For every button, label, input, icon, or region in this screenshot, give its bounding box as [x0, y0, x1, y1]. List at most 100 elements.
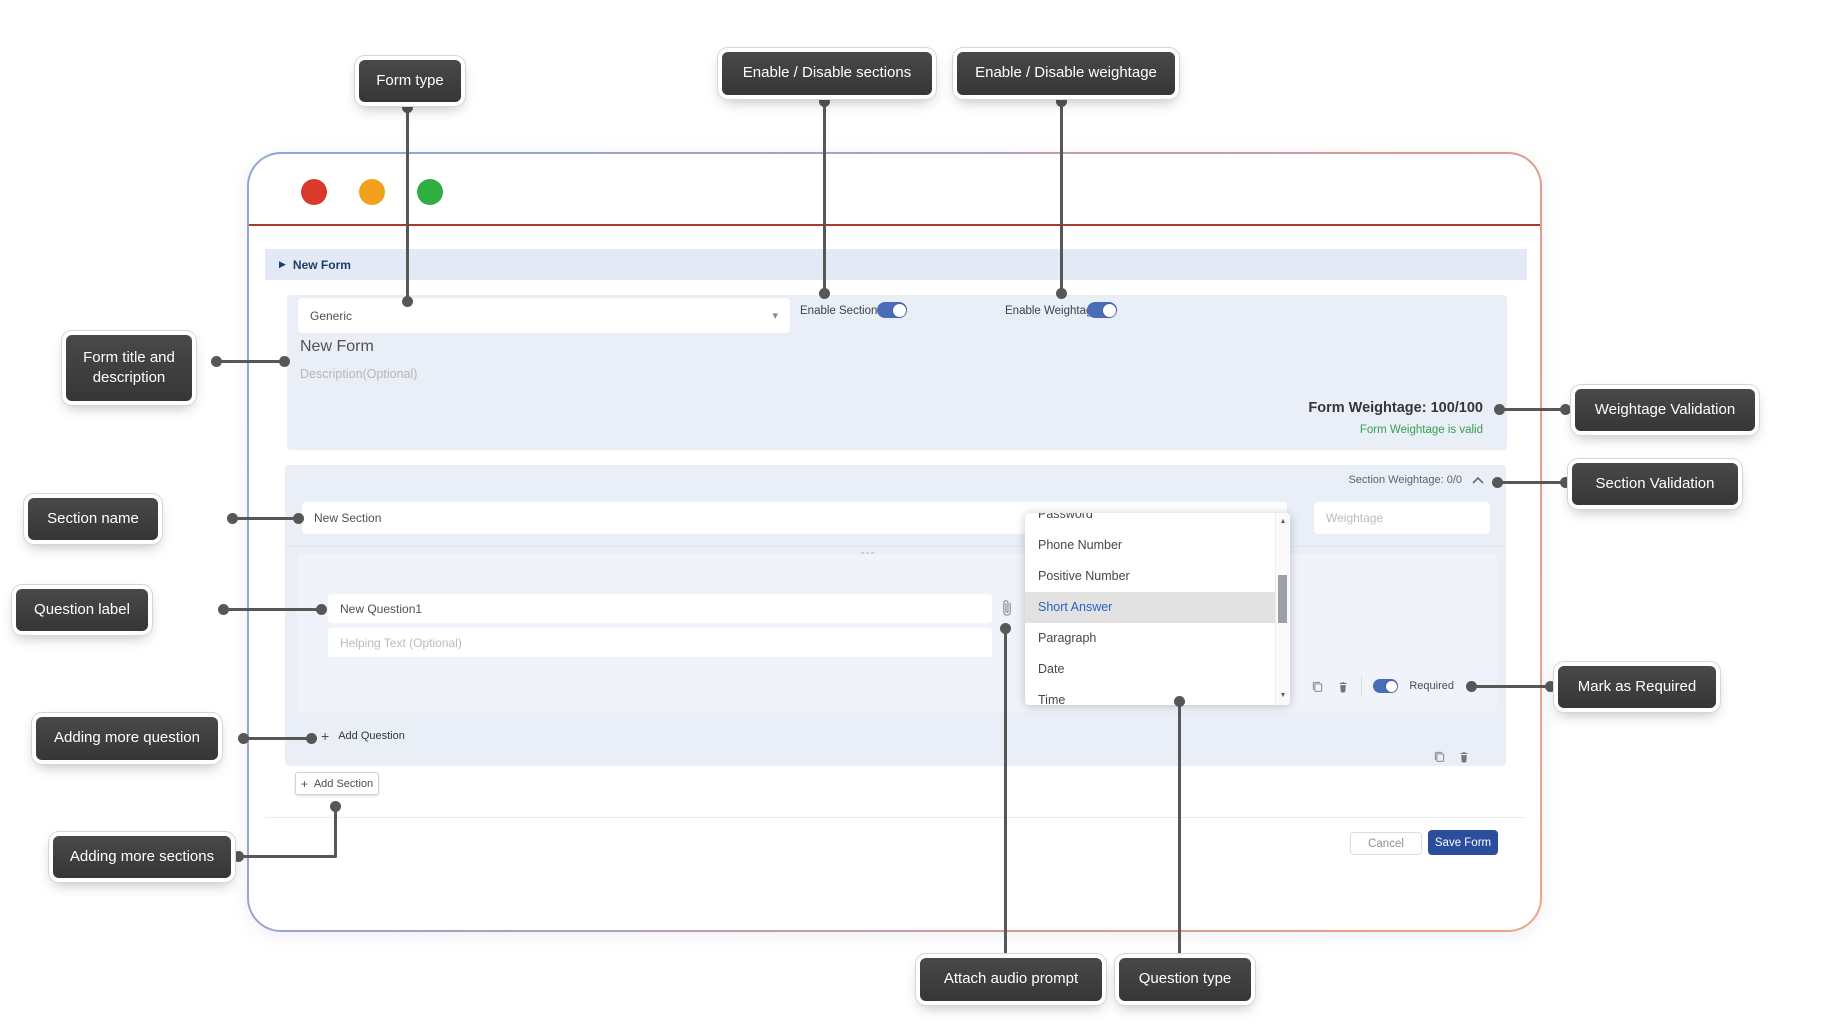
plus-icon: +	[321, 728, 330, 744]
add-question-label: Add Question	[338, 730, 405, 742]
breadcrumb[interactable]: ▶ New Form	[265, 249, 1527, 280]
scroll-down-icon[interactable]: ▼	[1279, 692, 1287, 699]
callout-adding-more-question: Adding more question	[36, 717, 218, 760]
form-title-input[interactable]: New Form	[300, 338, 374, 355]
callout-form-type: Form type	[359, 60, 461, 102]
section-name-value: New Section	[314, 511, 382, 525]
connector-dot	[238, 733, 249, 744]
window-minimize-button[interactable]	[359, 179, 385, 205]
enable-weightage-toggle[interactable]	[1087, 302, 1117, 318]
copy-question-icon[interactable]	[1310, 679, 1325, 694]
enable-weightage-toggle-knob	[1102, 303, 1116, 317]
connector-dot	[402, 296, 413, 307]
connector-dot	[1560, 404, 1571, 415]
connector-dot	[218, 604, 229, 615]
callout-enable-disable-weightage: Enable / Disable weightage	[957, 52, 1175, 95]
required-label: Required	[1409, 680, 1454, 692]
connector-line	[244, 737, 312, 740]
add-question-button[interactable]: + Add Question	[321, 729, 405, 743]
question-helping-text-placeholder: Helping Text (Optional)	[340, 635, 462, 650]
connector-dot	[316, 604, 327, 615]
form-weightage-summary: Form Weightage: 100/100	[1308, 400, 1483, 416]
delete-section-icon[interactable]	[1457, 749, 1471, 764]
connector-line	[224, 608, 322, 611]
callout-mark-as-required: Mark as Required	[1558, 666, 1716, 708]
plus-icon: +	[300, 776, 308, 791]
callout-question-label: Question label	[16, 589, 148, 631]
connector-dot	[211, 356, 222, 367]
callout-weightage-validation: Weightage Validation	[1575, 389, 1755, 431]
connector-line	[406, 107, 409, 303]
section-divider	[285, 546, 1506, 547]
add-section-button[interactable]: + Add Section	[295, 772, 379, 795]
connector-line	[233, 855, 336, 858]
callout-section-name: Section name	[28, 498, 158, 540]
connector-dot	[1494, 404, 1505, 415]
connector-dot	[1056, 96, 1067, 107]
dropdown-option[interactable]: Time	[1038, 693, 1066, 705]
paperclip-icon[interactable]	[997, 594, 1017, 622]
question-label-value: New Question1	[340, 601, 423, 616]
dropdown-option[interactable]: Phone Number	[1038, 538, 1123, 552]
window-close-button[interactable]	[301, 179, 327, 205]
scroll-up-icon[interactable]: ▲	[1279, 518, 1287, 525]
section-actions-row	[1432, 748, 1471, 764]
connector-line	[1004, 628, 1007, 958]
callout-form-title-and-description: Form title and description	[66, 335, 192, 401]
connector-dot	[233, 851, 244, 862]
section-weightage-placeholder: Weightage	[1326, 511, 1384, 525]
connector-dot	[1560, 477, 1571, 488]
window-maximize-button[interactable]	[417, 179, 443, 205]
connector-dot	[402, 102, 413, 113]
dropdown-option[interactable]: Paragraph	[1038, 631, 1097, 645]
enable-sections-toggle[interactable]	[877, 302, 907, 318]
form-description-input[interactable]: Description(Optional)	[300, 367, 418, 381]
question-label-input[interactable]: New Question1	[328, 594, 992, 623]
breadcrumb-label: New Form	[292, 257, 351, 272]
question-type-options: Password Phone Number Positive Number Sh…	[1025, 513, 1276, 705]
cancel-button[interactable]: Cancel	[1350, 832, 1422, 855]
connector-dot	[1545, 681, 1556, 692]
connector-line	[1178, 702, 1181, 958]
callout-question-type: Question type	[1119, 958, 1251, 1001]
form-type-select[interactable]: Generic ▾	[298, 298, 790, 333]
dropdown-option-selected[interactable]: Short Answer	[1025, 592, 1276, 623]
dropdown-option[interactable]: Positive Number	[1038, 569, 1130, 583]
required-toggle-knob	[1385, 680, 1397, 692]
scrollbar-thumb[interactable]	[1278, 575, 1287, 623]
copy-section-icon[interactable]	[1432, 749, 1447, 764]
connector-line	[217, 360, 285, 363]
callout-adding-more-sections: Adding more sections	[53, 836, 231, 878]
chevron-up-icon[interactable]	[1472, 476, 1484, 484]
enable-sections-toggle-knob	[892, 303, 906, 317]
dropdown-scrollbar[interactable]: ▲ ▼	[1275, 513, 1290, 705]
titlebar-divider	[249, 224, 1540, 226]
required-toggle[interactable]	[1373, 679, 1399, 693]
save-form-button[interactable]: Save Form	[1428, 830, 1498, 855]
question-helping-text-input[interactable]: Helping Text (Optional)	[328, 628, 992, 657]
connector-dot	[1000, 623, 1011, 634]
browser-window-content: ▶ New Form Generic ▾ Enable Sections Ena…	[249, 154, 1540, 930]
connector-dot	[1174, 696, 1185, 707]
connector-line	[1498, 481, 1566, 484]
connector-line	[1500, 408, 1566, 411]
add-section-label: Add Section	[313, 777, 374, 790]
section-weightage-input[interactable]: Weightage	[1314, 502, 1490, 534]
form-type-selected-value: Generic	[310, 308, 353, 323]
delete-question-icon[interactable]	[1336, 679, 1350, 694]
connector-line	[1060, 100, 1063, 294]
section-weightage-label: Section Weightage:	[1348, 474, 1444, 486]
chevron-down-icon: ▾	[772, 310, 778, 322]
connector-dot	[819, 96, 830, 107]
dropdown-option[interactable]: Password	[1038, 513, 1093, 521]
vertical-separator	[1361, 676, 1363, 696]
connector-line	[233, 517, 299, 520]
section-weightage-text: Section Weightage: 0/0	[1348, 474, 1462, 486]
connector-dot	[306, 733, 317, 744]
connector-dot	[819, 288, 830, 299]
browser-window: ▶ New Form Generic ▾ Enable Sections Ena…	[247, 152, 1542, 932]
callout-attach-audio-prompt: Attach audio prompt	[920, 958, 1102, 1001]
question-type-dropdown: Password Phone Number Positive Number Sh…	[1025, 513, 1290, 705]
dropdown-option[interactable]: Date	[1038, 662, 1065, 676]
